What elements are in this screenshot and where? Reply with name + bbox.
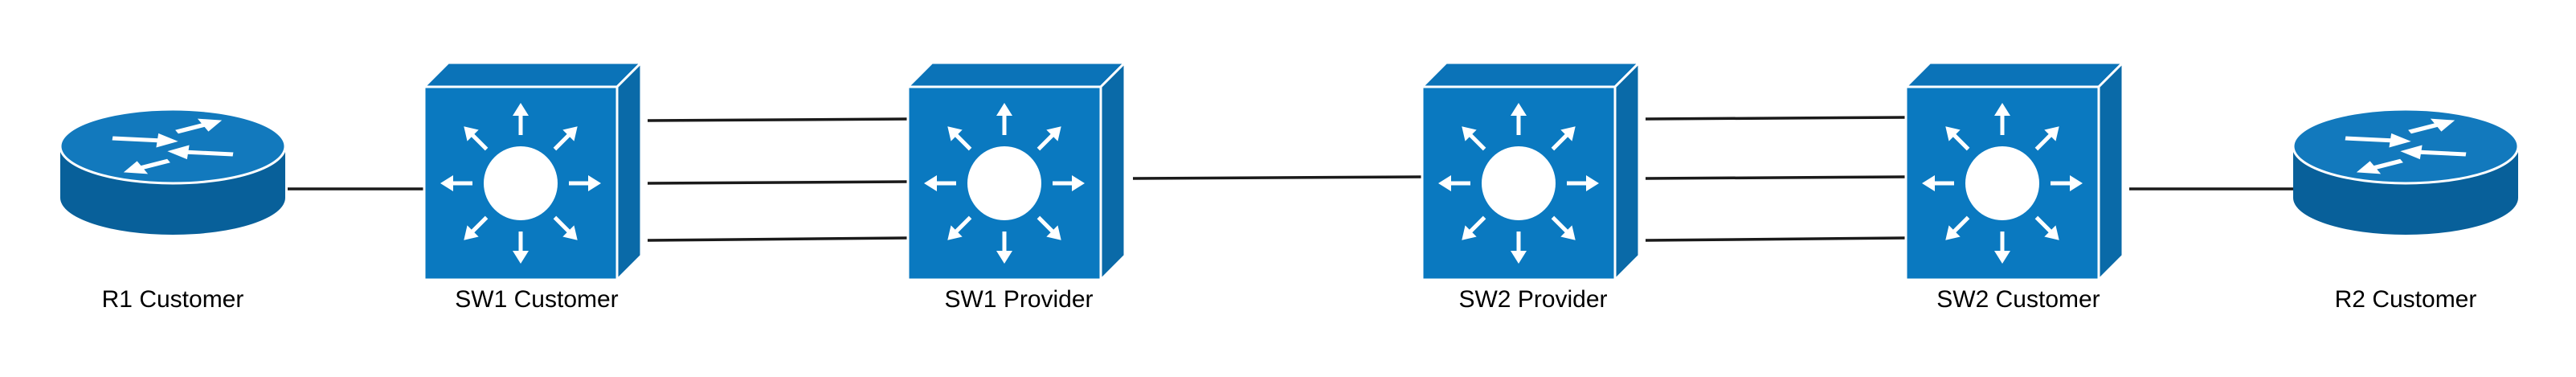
switch-arrow-icon <box>2051 175 2083 191</box>
switch-arrow-icon <box>1053 175 1085 191</box>
link-sw1p-sw2p <box>1132 175 1423 180</box>
switch-arrow-icon <box>1945 126 1970 151</box>
switch-arrow-icon <box>1511 232 1527 264</box>
switch-arrow-icon <box>1551 215 1576 240</box>
switch-arrow-icon <box>553 126 578 151</box>
switch-arrow-icon <box>996 103 1012 135</box>
switch-sw1p-icon <box>905 59 1128 283</box>
router-arrow-icon <box>167 145 234 160</box>
switch-top-face <box>1903 61 2126 88</box>
switch-arrow-icon <box>464 215 489 240</box>
label-r2-customer: R2 Customer <box>2335 286 2477 313</box>
switch-arrow-icon <box>924 175 956 191</box>
switch-arrow-icon <box>569 175 601 191</box>
switch-arrow-icon <box>1511 103 1527 135</box>
switch-sw1c-icon <box>421 59 644 283</box>
router-top <box>2292 108 2520 185</box>
router-arrow-icon <box>2400 145 2467 160</box>
router-arrow-icon <box>2345 133 2411 148</box>
switch-arrow-icon <box>553 215 578 240</box>
link-sw1c-sw1p-1 <box>647 117 909 122</box>
router-arrow-icon <box>112 133 178 148</box>
label-sw2-provider: SW2 Provider <box>1458 286 1607 313</box>
label-r1-customer: R1 Customer <box>102 286 244 313</box>
switch-arrow-icon <box>440 175 472 191</box>
switch-arrow-icon <box>1037 126 1061 151</box>
switch-sw2p-icon <box>1419 59 1642 283</box>
switch-arrow-icon <box>464 126 489 151</box>
link-sw1c-sw1p-2 <box>647 180 909 185</box>
switch-arrow-icon <box>1994 103 2010 135</box>
switch-center-circle <box>1482 146 1556 220</box>
switch-arrow-icon <box>947 126 972 151</box>
switch-arrow-icon <box>996 232 1012 264</box>
switch-top-face <box>421 61 644 88</box>
switch-center-circle <box>484 146 558 220</box>
switch-arrow-icon <box>1567 175 1599 191</box>
switch-center-circle <box>967 146 1041 220</box>
switch-side-face <box>1099 59 1126 283</box>
link-sw2p-sw2c-3 <box>1645 236 1907 242</box>
switch-arrow-icon <box>947 215 972 240</box>
label-sw1-provider: SW1 Provider <box>944 286 1093 313</box>
switch-side-face <box>615 59 643 283</box>
switch-arrow-icon <box>1438 175 1470 191</box>
link-sw2p-sw2c-2 <box>1645 175 1907 180</box>
switch-arrow-icon <box>1037 215 1061 240</box>
switch-top-face <box>1419 61 1642 88</box>
nodes-layer <box>59 59 2520 283</box>
labels-layer: R1 Customer SW1 Customer SW1 Provider SW… <box>102 286 2477 313</box>
router-r2-icon <box>2292 108 2520 235</box>
switch-arrow-icon <box>513 103 529 135</box>
switch-arrow-icon <box>1922 175 1954 191</box>
switch-side-face <box>1613 59 1641 283</box>
switch-side-face <box>2097 59 2124 283</box>
switch-top-face <box>905 61 1128 88</box>
switch-arrow-icon <box>2034 215 2059 240</box>
switch-sw2c-icon <box>1903 59 2126 283</box>
router-arrow-icon <box>2408 118 2455 134</box>
switch-arrow-icon <box>2034 126 2059 151</box>
router-top <box>59 108 287 185</box>
router-arrow-icon <box>175 118 223 134</box>
label-sw1-customer: SW1 Customer <box>455 286 618 313</box>
links-layer <box>288 116 2300 242</box>
router-r1-icon <box>59 108 287 235</box>
router-arrow-icon <box>2356 158 2403 174</box>
switch-arrow-icon <box>513 232 529 264</box>
switch-arrow-icon <box>1462 126 1486 151</box>
link-sw1c-sw1p-3 <box>647 236 909 242</box>
switch-arrow-icon <box>1945 215 1970 240</box>
switch-center-circle <box>1965 146 2039 220</box>
switch-arrow-icon <box>1462 215 1486 240</box>
label-sw2-customer: SW2 Customer <box>1936 286 2100 313</box>
switch-arrow-icon <box>1551 126 1576 151</box>
router-arrow-icon <box>123 158 170 174</box>
link-sw2p-sw2c-1 <box>1645 116 1907 121</box>
switch-arrow-icon <box>1994 232 2010 264</box>
